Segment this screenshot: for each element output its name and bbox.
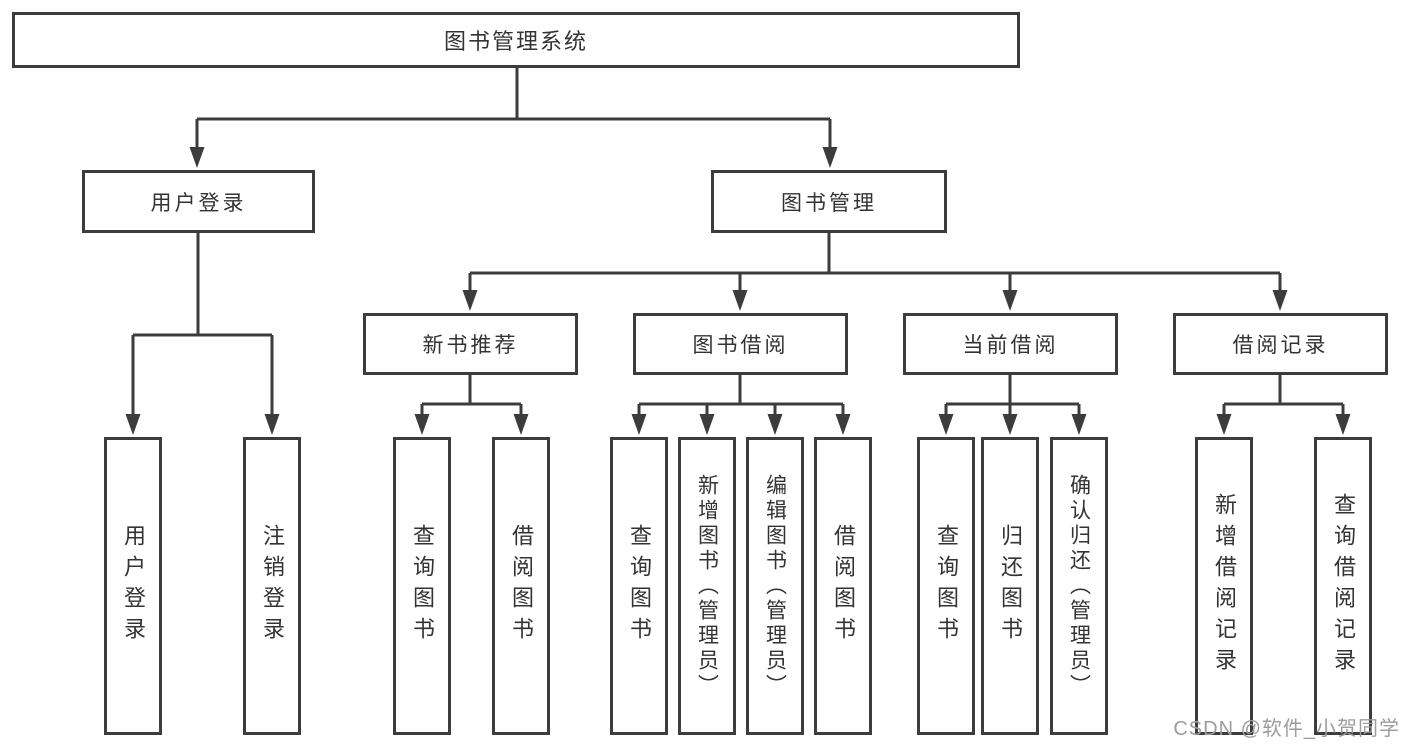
node-label: 新增图书（管理员） (695, 473, 719, 699)
node-add-borrow-record: 新增借阅记录 (1195, 437, 1253, 735)
node-borrow-books-borrowing: 借阅图书 (814, 437, 872, 735)
csdn-watermark: CSDN @软件_小贺同学 (1173, 718, 1400, 740)
node-edit-book-admin: 编辑图书（管理员） (746, 437, 804, 735)
node-label: 查询图书 (627, 524, 652, 648)
node-book-management: 图书管理 (711, 170, 947, 233)
node-label: 借阅记录 (1232, 334, 1329, 357)
node-label: 用户登录 (150, 191, 247, 215)
node-label: 图书借阅 (692, 334, 789, 357)
node-query-books-borrowing: 查询图书 (610, 437, 668, 735)
node-label: 查询借阅记录 (1331, 493, 1356, 679)
node-return-books: 归还图书 (981, 437, 1039, 735)
node-label: 当前借阅 (962, 334, 1059, 357)
node-label: 查询图书 (934, 524, 959, 648)
node-label: 归还图书 (998, 524, 1023, 648)
node-confirm-return-admin: 确认归还（管理员） (1050, 437, 1108, 735)
node-borrowing-records: 借阅记录 (1173, 313, 1388, 375)
node-current-borrowing: 当前借阅 (903, 313, 1118, 375)
node-label: 图书管理系统 (443, 29, 588, 54)
node-new-book-recommendation: 新书推荐 (363, 313, 578, 375)
node-leaf-user-login: 用户登录 (104, 437, 162, 735)
node-label: 借阅图书 (509, 524, 534, 648)
node-label: 确认归还（管理员） (1067, 473, 1091, 699)
node-label: 新书推荐 (422, 334, 519, 357)
node-label: 注销登录 (260, 524, 285, 648)
node-query-borrow-record: 查询借阅记录 (1314, 437, 1372, 735)
node-label: 用户登录 (121, 524, 146, 648)
node-label: 借阅图书 (831, 524, 856, 648)
node-user-login: 用户登录 (82, 170, 315, 233)
node-label: 新增借阅记录 (1212, 493, 1237, 679)
node-label: 查询图书 (410, 524, 435, 648)
node-add-book-admin: 新增图书（管理员） (678, 437, 736, 735)
node-leaf-logout: 注销登录 (243, 437, 301, 735)
node-borrow-books-recommend: 借阅图书 (492, 437, 550, 735)
node-label: 编辑图书（管理员） (763, 473, 787, 699)
node-query-books-recommend: 查询图书 (393, 437, 451, 735)
node-label: 图书管理 (781, 191, 877, 215)
node-library-management-system: 图书管理系统 (12, 12, 1020, 68)
node-book-borrowing: 图书借阅 (633, 313, 848, 375)
arrowheads (125, 147, 1351, 435)
node-query-books-current: 查询图书 (917, 437, 975, 735)
